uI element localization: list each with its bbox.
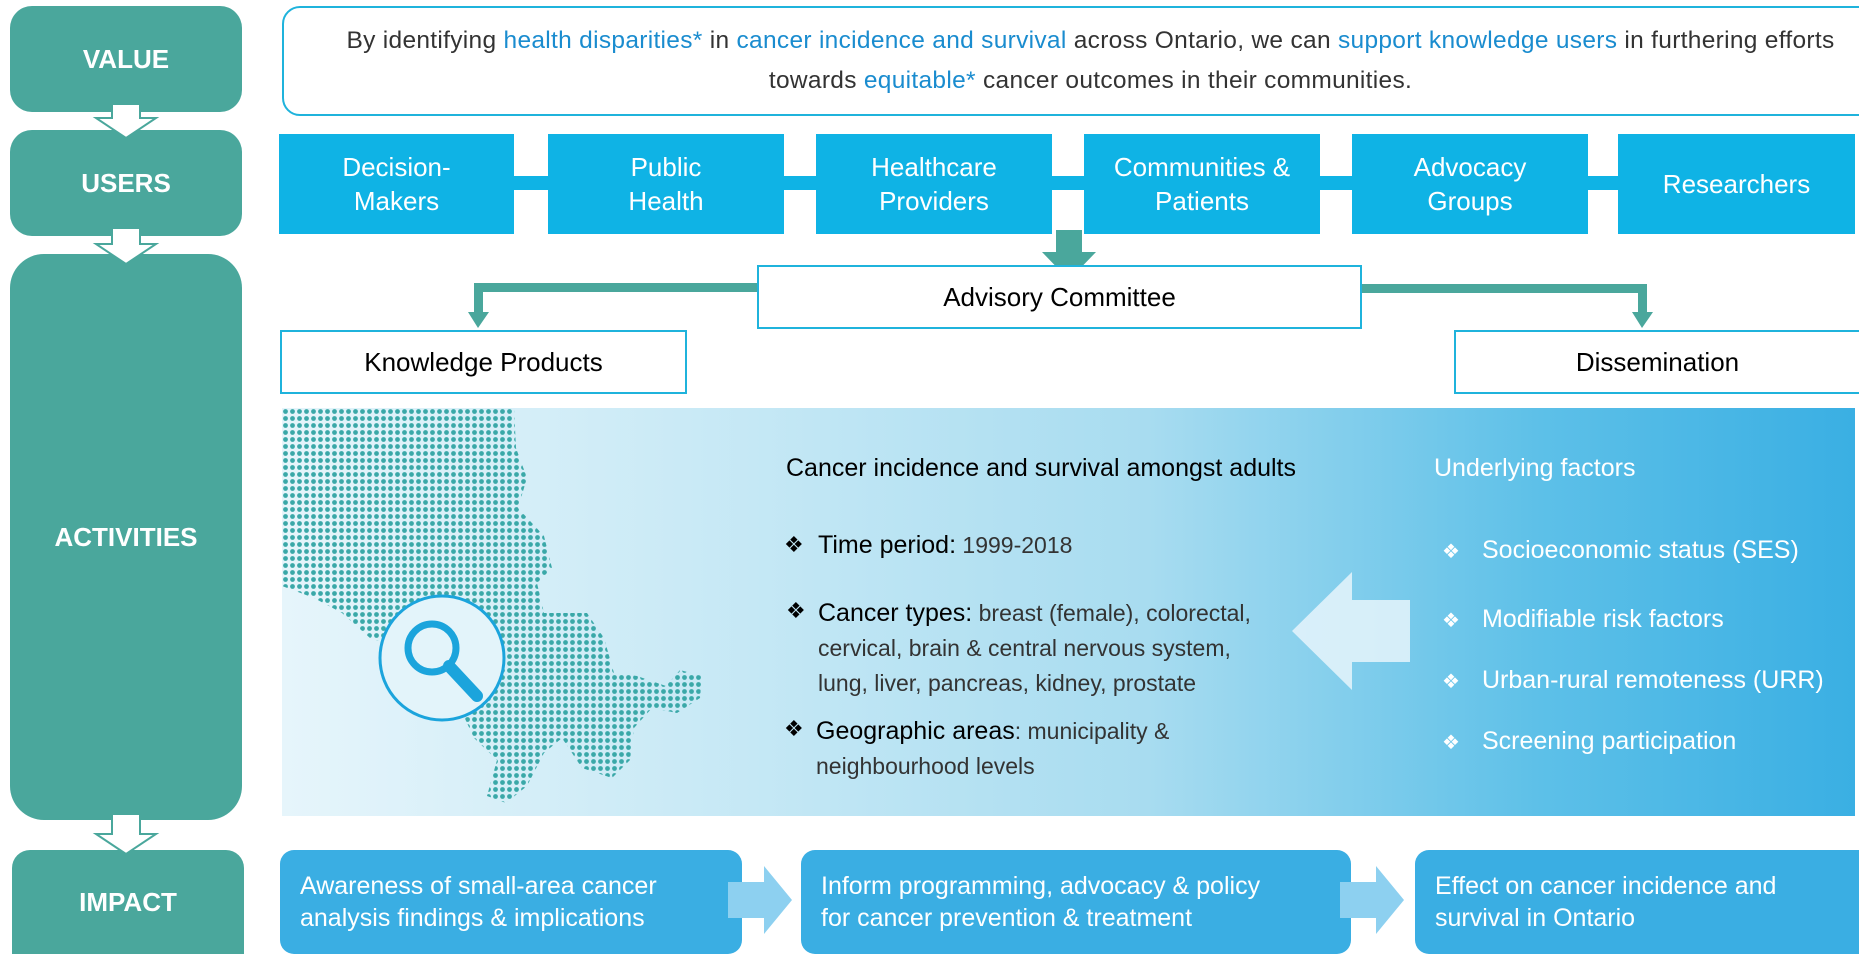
value-highlight-incidence: cancer incidence and survival: [736, 27, 1067, 54]
bullet-diamond-icon: ❖: [1442, 732, 1460, 754]
right-arrow-icon: [728, 866, 792, 934]
user-line1: Researchers: [1662, 169, 1811, 199]
underlying-factor-label: Modifiable risk factors: [1482, 605, 1724, 633]
stage-impact: IMPACT: [12, 850, 244, 954]
underlying-factor-label: Urban-rural remoteness (URR): [1482, 666, 1824, 694]
user-connector: [512, 176, 550, 190]
user-line1: Healthcare: [871, 152, 997, 182]
geographic-areas-label: Geographic areas: [816, 717, 1015, 745]
knowledge-products-box: Knowledge Products: [280, 330, 687, 394]
ontario-map: [282, 408, 702, 803]
advisory-committee-box: Advisory Committee: [757, 265, 1362, 329]
underlying-factor-item: ❖ Urban-rural remoteness (URR): [1442, 666, 1824, 695]
impact-inform: Inform programming, advocacy & policy for…: [801, 850, 1351, 954]
stage-activities: ACTIVITIES: [10, 254, 242, 820]
value-text-4: in furthering efforts towards: [768, 27, 1835, 94]
underlying-factor-label: Screening participation: [1482, 727, 1737, 755]
time-period-label: Time period:: [818, 531, 957, 559]
cancer-types-value-1: breast (female), colorectal,: [972, 600, 1251, 626]
bullet-diamond-icon: ❖: [784, 532, 804, 557]
user-line1: Public: [630, 152, 702, 182]
bullet-cancer-types: Cancer types: breast (female), colorecta…: [818, 596, 1251, 701]
user-line2: Health: [628, 186, 704, 216]
impact-line2: survival in Ontario: [1435, 904, 1636, 932]
time-period-value: 1999-2018: [956, 532, 1073, 558]
stage-users: USERS: [10, 130, 242, 236]
stage-activities-label: ACTIVITIES: [54, 521, 198, 552]
cancer-types-label: Cancer types:: [818, 599, 973, 627]
bullet-diamond-icon: ❖: [784, 716, 804, 741]
underlying-factors-title: Underlying factors: [1434, 454, 1636, 482]
user-connector: [1318, 176, 1354, 190]
user-decision-makers: Decision- Makers: [279, 134, 514, 234]
bullet-geographic-areas: Geographic areas: municipality & neighbo…: [816, 714, 1169, 784]
stage-users-label: USERS: [81, 167, 171, 198]
down-arrow-icon: [468, 312, 489, 328]
value-text-5: cancer outcomes in their communities.: [975, 67, 1413, 94]
impact-awareness: Awareness of small-area cancer analysis f…: [280, 850, 742, 954]
magnifier-icon: [378, 594, 506, 722]
user-line1: Decision-: [342, 152, 451, 182]
impact-effect: Effect on cancer incidence and survival i…: [1415, 850, 1859, 954]
stage-impact-label: IMPACT: [79, 886, 177, 917]
geographic-areas-value-1: : municipality &: [1014, 718, 1170, 744]
flow-arrows: [468, 230, 1653, 328]
stage-arrows: [92, 103, 160, 856]
user-line1: Advocacy: [1413, 152, 1527, 182]
value-statement: By identifying health disparities* in ca…: [282, 6, 1859, 116]
bullet-diamond-icon: ❖: [1442, 610, 1460, 632]
stage-value-label: VALUE: [82, 43, 170, 74]
underlying-factor-item: ❖ Modifiable risk factors: [1442, 605, 1724, 634]
dissemination-box: Dissemination: [1454, 330, 1859, 394]
user-connector: [1586, 176, 1622, 190]
dissemination-label: Dissemination: [1575, 346, 1740, 377]
value-highlight-support: support knowledge users: [1337, 27, 1618, 54]
user-line2: Makers: [353, 186, 440, 216]
impact-line2: for cancer prevention & treatment: [821, 904, 1193, 932]
user-line2: Groups: [1427, 186, 1513, 216]
bullet-diamond-icon: ❖: [1442, 541, 1460, 563]
user-line2: Providers: [879, 186, 989, 216]
right-arrow-icon: [1340, 866, 1404, 934]
user-researchers: Researchers: [1618, 134, 1855, 234]
bullet-diamond-icon: ❖: [786, 598, 806, 623]
bullet-diamond-icon: ❖: [1442, 671, 1460, 693]
user-line1: Communities &: [1113, 152, 1291, 182]
underlying-factor-item: ❖ Socioeconomic status (SES): [1442, 536, 1799, 565]
value-text-2: in: [702, 27, 737, 54]
value-text-3: across Ontario, we can: [1066, 27, 1338, 54]
geographic-areas-value-2: neighbourhood levels: [816, 753, 1035, 779]
underlying-factor-label: Socioeconomic status (SES): [1482, 536, 1799, 564]
cancer-types-value-3: lung, liver, pancreas, kidney, prostate: [818, 670, 1197, 696]
value-text-1: By identifying: [346, 27, 504, 54]
down-arrow-icon: [1632, 312, 1653, 328]
user-communities-patients: Communities & Patients: [1084, 134, 1320, 234]
knowledge-products-label: Knowledge Products: [364, 346, 603, 377]
underlying-factor-item: ❖ Screening participation: [1442, 727, 1736, 756]
user-connector: [1050, 176, 1086, 190]
activities-title: Cancer incidence and survival amongst ad…: [786, 454, 1296, 482]
value-highlight-equitable: equitable*: [863, 67, 976, 94]
bullet-time-period: Time period: 1999-2018: [818, 528, 1072, 563]
impact-line1: Inform programming, advocacy & policy: [821, 872, 1261, 900]
value-highlight-disparities: health disparities*: [503, 27, 703, 54]
user-line2: Patients: [1155, 186, 1249, 216]
left-arrow-icon: [1292, 572, 1410, 690]
ontario-shape: [282, 408, 702, 803]
advisory-committee-label: Advisory Committee: [943, 281, 1176, 312]
impact-line1: Effect on cancer incidence and: [1435, 872, 1777, 900]
user-connector: [782, 176, 818, 190]
down-arrow-icon: [1042, 230, 1096, 280]
impact-line1: Awareness of small-area cancer: [300, 872, 657, 900]
stage-value: VALUE: [10, 6, 242, 112]
impact-line2: analysis findings & implications: [300, 904, 645, 932]
cancer-types-value-2: cervical, brain & central nervous system…: [818, 635, 1231, 661]
down-arrow-icon: [92, 103, 160, 856]
